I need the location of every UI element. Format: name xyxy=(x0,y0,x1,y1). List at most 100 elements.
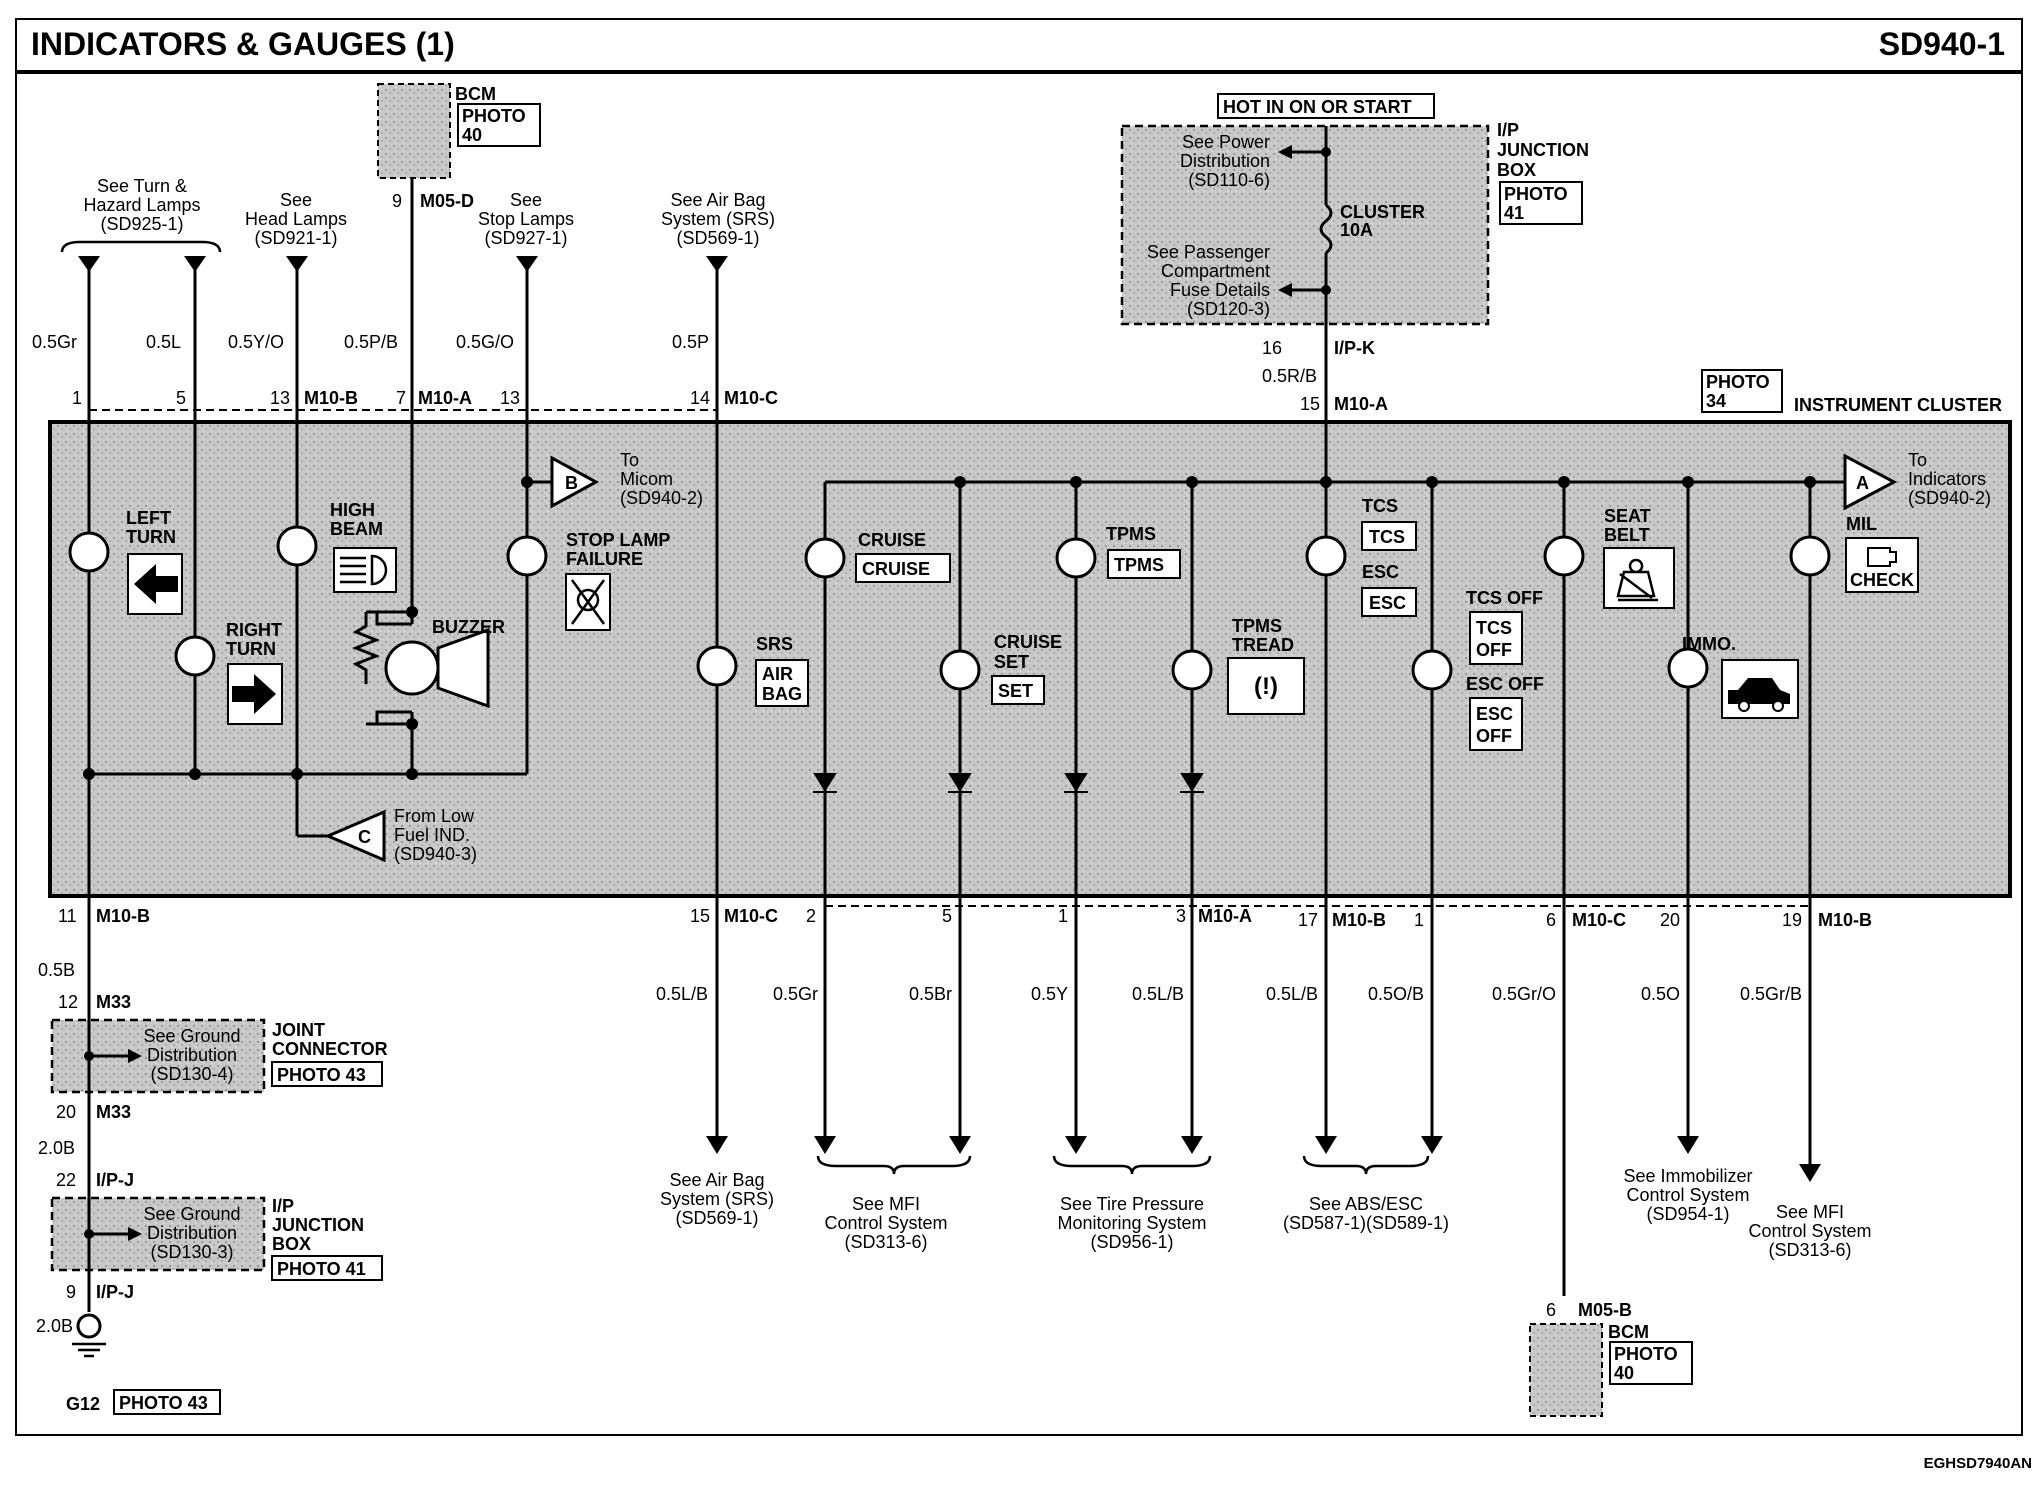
left-arrow-icon xyxy=(134,564,178,604)
jc-name-2: CONNECTOR xyxy=(272,1039,388,1059)
ground-wire-1: 0.5B xyxy=(38,960,75,980)
fuse-name: CLUSTER xyxy=(1340,202,1425,222)
arrow-head xyxy=(286,256,308,272)
offpage-a-text-2: Indicators xyxy=(1908,469,1986,489)
bottom-arrows xyxy=(706,1136,1821,1182)
ip-junction-out-connector: I/P-K xyxy=(1334,338,1375,358)
ground-name: G12 xyxy=(66,1394,100,1414)
ip-junction-out-pin: 16 xyxy=(1262,338,1282,358)
tpms-symbol: TPMS xyxy=(1114,555,1164,575)
ground-pin-9: 9 xyxy=(66,1282,76,1302)
esc-off-label: ESC OFF xyxy=(1466,674,1544,694)
top-pin-5: 5 xyxy=(176,388,186,408)
bottom-wire-1: 0.5L/B xyxy=(656,984,708,1004)
offpage-a-text-3: (SD940-2) xyxy=(1908,488,1991,508)
arrow-stop xyxy=(516,256,538,272)
ground-wire-2: 2.0B xyxy=(38,1138,75,1158)
stop-ref-2: Stop Lamps xyxy=(478,209,574,229)
tpms-label: TPMS xyxy=(1106,524,1156,544)
tcs-off-symbol-2: OFF xyxy=(1476,640,1512,660)
tpms-ref-2: Monitoring System xyxy=(1057,1213,1206,1233)
diodes xyxy=(813,773,1204,793)
engine-icon xyxy=(1867,547,1897,567)
ip-junction-photo-number: 41 xyxy=(1504,203,1524,223)
bottom-pin-6: 6 xyxy=(1546,910,1556,930)
cruise-set-label-2: SET xyxy=(994,652,1029,672)
top-pin-7: 7 xyxy=(396,388,406,408)
ip-junction-photo-box xyxy=(1499,181,1583,225)
power-ref-3: (SD110-6) xyxy=(1188,170,1270,190)
left-turn-label-2: TURN xyxy=(126,527,176,547)
offpage-c-text-3: (SD940-3) xyxy=(394,844,477,864)
cruise-label: CRUISE xyxy=(858,530,926,550)
bottom-pin-11: 11 xyxy=(58,906,77,926)
tcs-off-label: TCS OFF xyxy=(1466,588,1543,608)
bcm-top-name: BCM xyxy=(455,84,496,104)
turn-ref-2: Hazard Lamps xyxy=(83,195,200,215)
top-pin-14: 14 xyxy=(690,388,710,408)
ground-pin-12: 12 xyxy=(58,992,78,1012)
tpms-tread-label-1: TPMS xyxy=(1232,616,1282,636)
srs-label: SRS xyxy=(756,634,793,654)
bcm-bottom-photo-number: 40 xyxy=(1614,1363,1634,1383)
cruise-set-label-1: CRUISE xyxy=(994,632,1062,652)
top-connector-m10b: M10-B xyxy=(304,388,358,408)
passenger-ref-1: See Passenger xyxy=(1147,242,1270,262)
abs-ref-1: See ABS/ESC xyxy=(1309,1194,1423,1214)
bottom-wire-10: 0.5Gr/B xyxy=(1740,984,1802,1004)
ground-m33b: M33 xyxy=(96,1102,131,1122)
top-connector-m10a: M10-A xyxy=(418,388,472,408)
offpage-a xyxy=(1843,453,1898,511)
bottom-connector-m10b-2: M10-B xyxy=(1332,910,1386,930)
ground-m33: M33 xyxy=(96,992,131,1012)
title-bar: INDICATORS & GAUGES (1) SD940-1 xyxy=(15,18,2023,74)
ground-photo: PHOTO 43 xyxy=(119,1393,208,1413)
bottom-pin-20: 20 xyxy=(1660,910,1680,930)
right-arrow-icon xyxy=(232,674,276,714)
tpms-ref-3: (SD956-1) xyxy=(1090,1232,1173,1252)
ipj-ground-wiring xyxy=(87,1140,128,1312)
head-ref-1: See xyxy=(280,190,312,210)
high-beam-icon xyxy=(340,554,388,586)
high-beam-label-1: HIGH xyxy=(330,500,375,520)
top-wires xyxy=(87,178,1328,422)
immo-ref-2: Control System xyxy=(1626,1185,1749,1205)
cruise-set-symbol-box xyxy=(991,675,1045,705)
immo-ref-1: See Immobilizer xyxy=(1623,1166,1752,1186)
bottom-pin-15: 15 xyxy=(690,906,710,926)
bottom-connector-m10b-3: M10-B xyxy=(1818,910,1872,930)
ground-point xyxy=(76,1313,102,1339)
joint-connector-splice xyxy=(84,1051,94,1061)
bottom-pin-17: 17 xyxy=(1298,910,1318,930)
hot-label-box xyxy=(1217,93,1435,119)
ipj-ground-arrow xyxy=(128,1227,142,1241)
bottom-connector-m10a: M10-A xyxy=(1198,906,1252,926)
right-turn-label-1: RIGHT xyxy=(226,620,282,640)
ip-junction-splice-2 xyxy=(1321,285,1331,295)
top-connector-m10c: M10-C xyxy=(724,388,778,408)
srs-symbol-1: AIR xyxy=(762,664,793,684)
lamp-bulbs xyxy=(68,525,1831,691)
esc-off-symbol-2: OFF xyxy=(1476,726,1512,746)
bottom-airbag-ref-3: (SD569-1) xyxy=(675,1208,758,1228)
instrument-cluster xyxy=(48,420,2012,898)
offpage-c xyxy=(324,809,386,863)
arrow-turn-1 xyxy=(78,256,100,272)
bottom-pin-1b: 1 xyxy=(1414,910,1424,930)
stop-ref-3: (SD927-1) xyxy=(484,228,567,248)
ipj-photo: PHOTO 41 xyxy=(277,1259,366,1279)
top-wire-1: 0.5Gr xyxy=(32,332,77,352)
immo-ref-3: (SD954-1) xyxy=(1646,1204,1729,1224)
top-wire-4: 0.5P/B xyxy=(344,332,398,352)
bottom-wire-2: 0.5Gr xyxy=(773,984,818,1004)
cluster-photo-number: 34 xyxy=(1706,391,1726,411)
bottom-pin-5: 5 xyxy=(942,906,952,926)
offpage-c-text-2: Fuel IND. xyxy=(394,825,470,845)
tpms-tread-symbol-box xyxy=(1227,657,1305,715)
bcm-top-box xyxy=(377,83,451,179)
cruise-symbol: CRUISE xyxy=(862,559,930,579)
stop-lamp-label-1: STOP LAMP xyxy=(566,530,670,550)
offpage-b-text-1: To xyxy=(620,450,639,470)
buzzer-label: BUZZER xyxy=(432,617,505,637)
ipj-ref-3: (SD130-3) xyxy=(150,1242,233,1262)
